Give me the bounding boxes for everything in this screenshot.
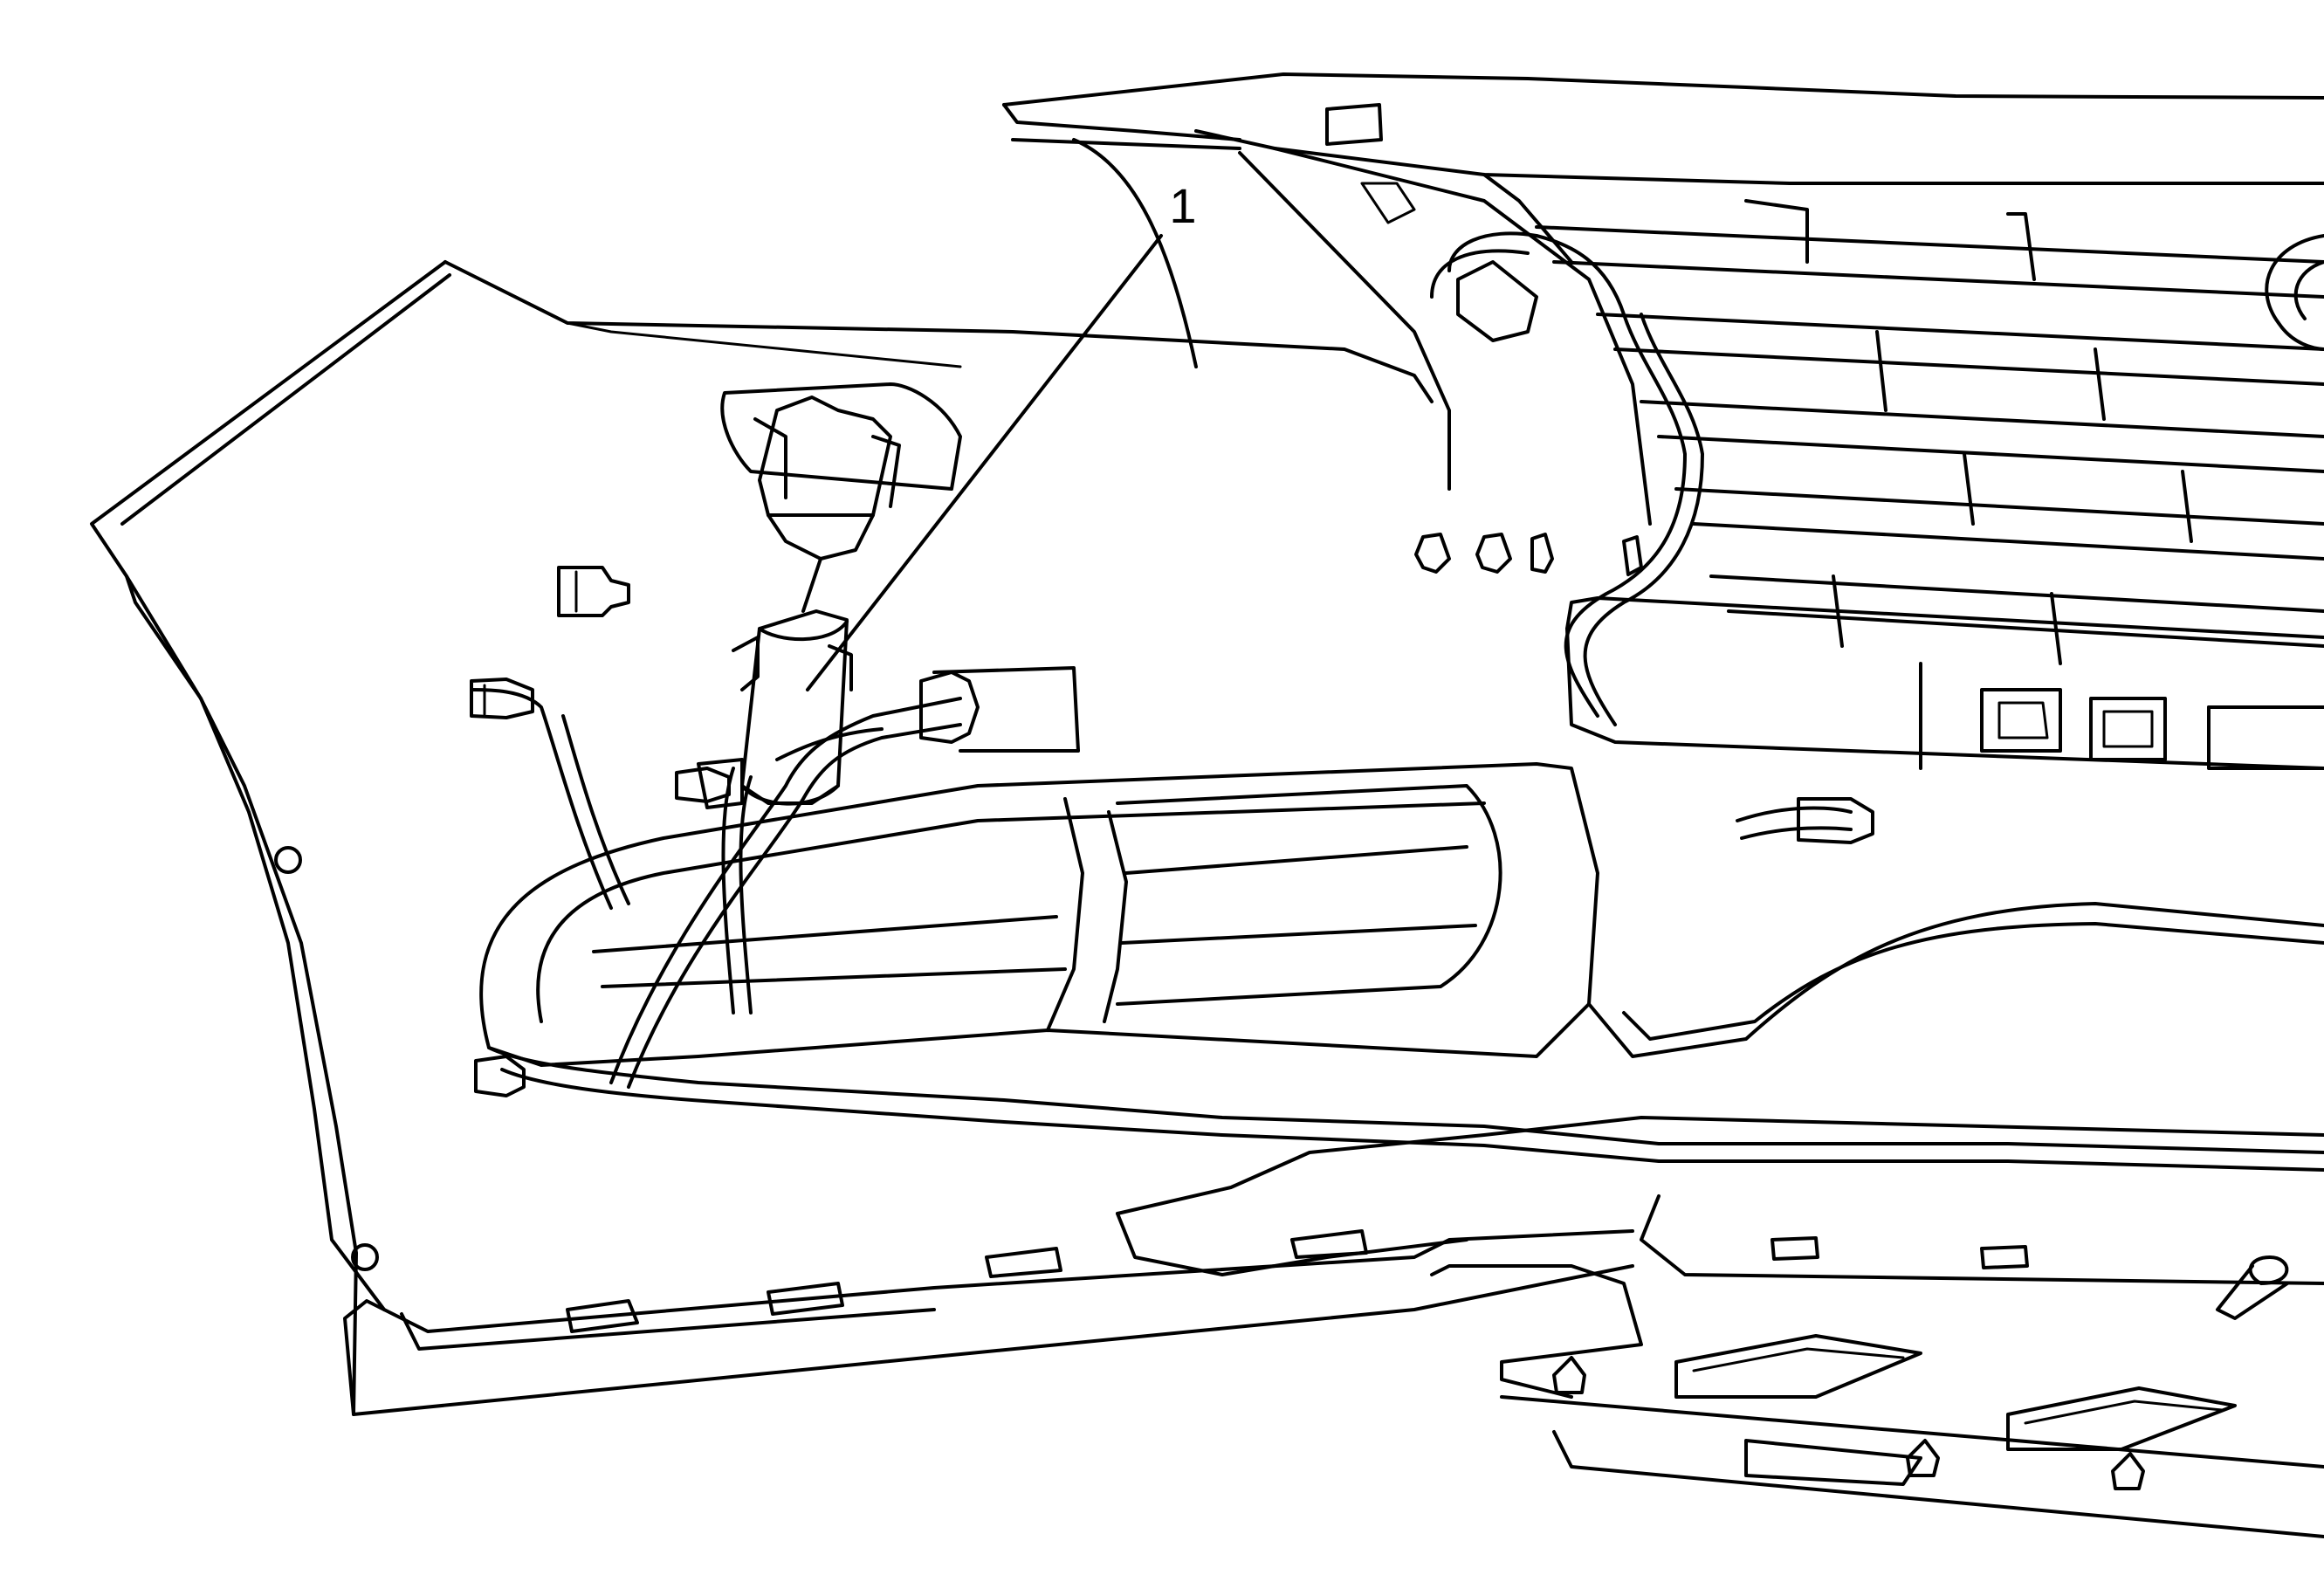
lower-push-pins	[1552, 1356, 2145, 1490]
parking-sensor	[697, 382, 962, 809]
lower-air-dam	[1116, 1116, 2324, 1538]
fascia-retainer-clips	[566, 1229, 2029, 1333]
upper-clips	[1414, 533, 1643, 576]
fog-lamp-opening	[479, 762, 1599, 1067]
bumper-fascia	[90, 138, 1634, 1416]
grille-emblem	[2265, 234, 2324, 351]
harness-connectors	[470, 260, 1874, 1097]
impact-bar	[1565, 596, 2324, 770]
callout-leader-line	[806, 234, 1163, 691]
callout-label-1: 1	[1169, 178, 1196, 233]
grille-slats	[1535, 199, 2324, 665]
wiring-harness	[470, 231, 2324, 1172]
upper-support-structure	[1002, 72, 2324, 526]
fascia-fasteners	[274, 846, 2289, 1285]
